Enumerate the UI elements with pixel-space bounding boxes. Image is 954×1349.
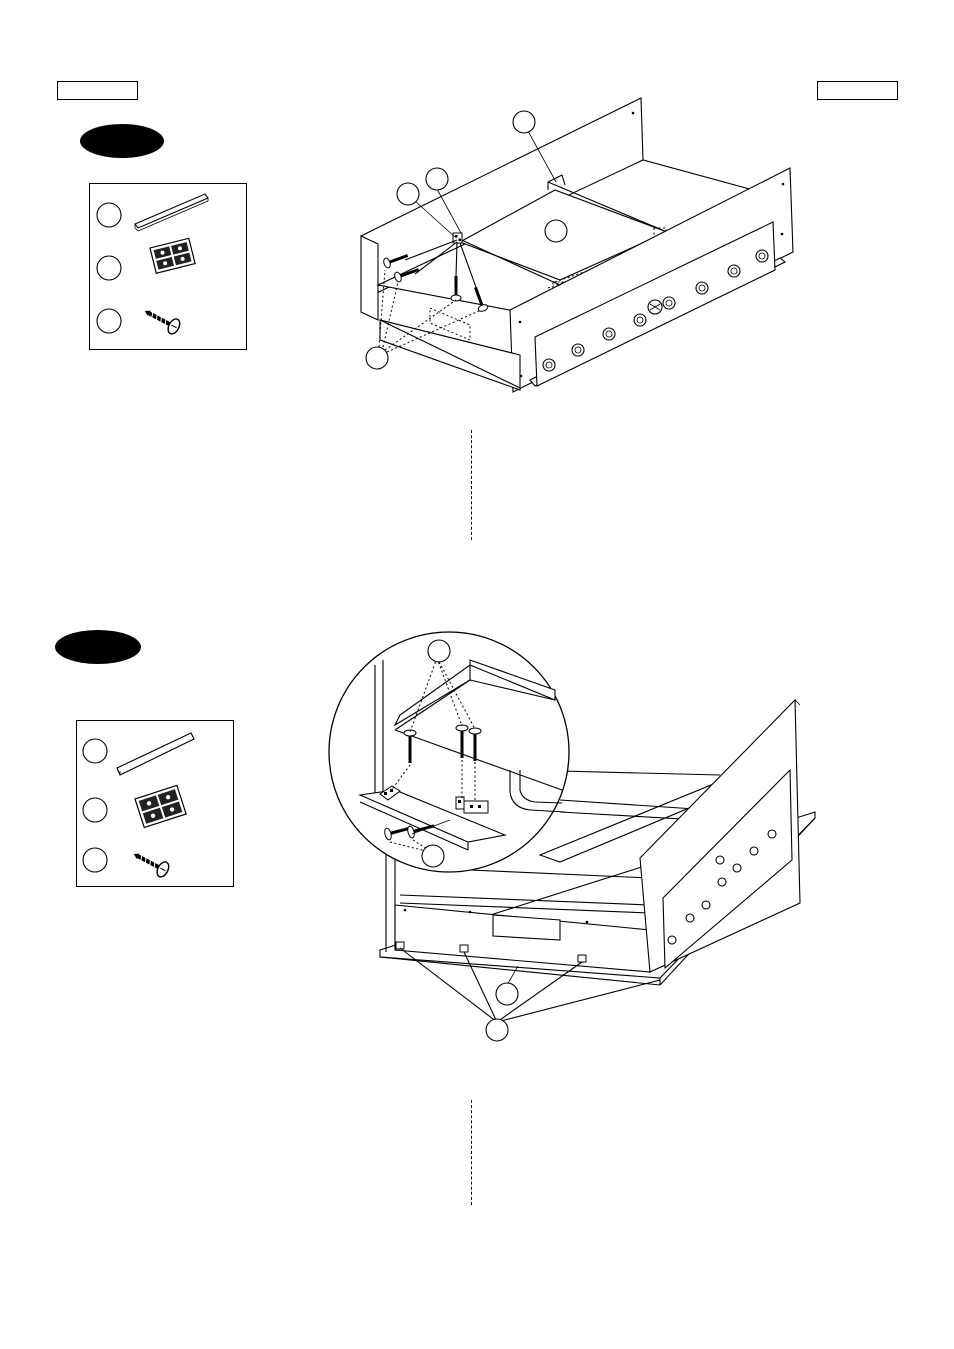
wood-strip-icon <box>134 193 209 232</box>
right-header-tag <box>817 81 898 100</box>
step-1-knob-holes <box>542 249 769 372</box>
step-1-badge <box>80 124 164 158</box>
wood-strip-icon-2 <box>116 732 195 776</box>
step-1-drawer-illustration <box>360 97 794 393</box>
parts-callout-3 <box>96 308 122 334</box>
screw-icon <box>144 310 181 335</box>
parts2-callout-2 <box>82 797 108 823</box>
step-1-parts-svg <box>96 193 209 335</box>
corner-bracket-icon-2 <box>134 784 187 829</box>
step-2-parts-box <box>76 720 234 887</box>
step-2-parts-svg <box>82 732 195 878</box>
parts2-callout-3 <box>82 847 108 873</box>
parts2-callout-1 <box>82 738 108 764</box>
corner-bracket-icon <box>149 237 196 274</box>
step-1-column-divider <box>471 430 472 540</box>
step-1-callout-d <box>544 219 568 243</box>
parts-callout-2 <box>96 255 122 281</box>
step-2-callout-d <box>485 1018 509 1042</box>
step-2-detail-magnifier <box>328 631 570 873</box>
step-1-screws <box>383 254 489 312</box>
step-1-callout-a <box>512 110 536 134</box>
step-2-callout-c <box>495 982 519 1006</box>
parts-callout-1 <box>96 202 122 228</box>
step-1-callout-b <box>396 182 420 206</box>
step-2-callout-b <box>421 844 445 868</box>
screw-icon-2 <box>133 853 170 878</box>
step-2-instructions-left <box>90 1100 450 1205</box>
step-2-callout-a <box>427 639 451 663</box>
step-2-knob-holes <box>667 829 777 945</box>
step-1-callout-c <box>425 167 449 191</box>
step-1-parts-box <box>89 183 247 350</box>
step-2-column-divider <box>471 1100 472 1205</box>
left-header-tag <box>57 81 138 100</box>
step-2-badge <box>55 630 141 664</box>
step-1-callout-e <box>365 346 389 370</box>
step-2-instructions-right <box>490 1100 870 1205</box>
step-2-detail-content <box>358 657 566 853</box>
